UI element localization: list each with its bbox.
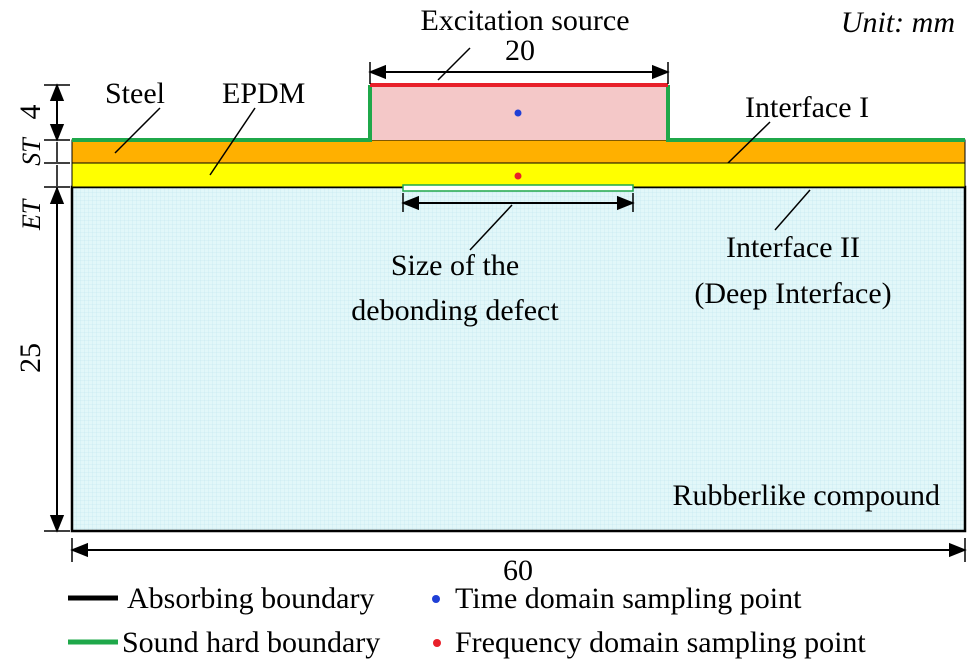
legend-sound-hard-label: Sound hard boundary — [122, 626, 380, 659]
legend-time-dot — [432, 595, 440, 603]
rubber-label: Rubberlike compound — [673, 479, 940, 512]
debonding-defect — [402, 184, 634, 192]
interface-2-label: Interface II — [726, 231, 860, 264]
rubber-layer — [70, 185, 967, 533]
steel-label: Steel — [105, 77, 165, 110]
unit-label: Unit: mm — [841, 6, 955, 39]
dim-label-25: 25 — [14, 343, 47, 373]
dim-label-60: 60 — [503, 554, 533, 587]
legend-freq-label: Frequency domain sampling point — [455, 626, 866, 659]
freq-sampling-point — [514, 172, 522, 180]
legend-absorbing-label: Absorbing boundary — [127, 582, 374, 615]
sound-hard-boundary — [72, 85, 372, 142]
leader-steel — [114, 107, 161, 154]
steel-layer — [71, 139, 966, 164]
defect-sublabel: debonding defect — [351, 294, 559, 327]
dim-label-et: ET — [17, 198, 46, 231]
legend-time-label: Time domain sampling point — [455, 582, 802, 615]
dim-label-4: 4 — [14, 105, 47, 120]
epdm-label: EPDM — [222, 77, 305, 110]
excitation-source-label: Excitation source — [420, 4, 629, 37]
interface-1-label: Interface I — [745, 91, 869, 124]
leader-excitation — [437, 47, 471, 81]
sound-hard-boundary-right — [666, 85, 965, 142]
leader-interface-2 — [774, 189, 811, 231]
dim-label-st: ST — [17, 137, 46, 166]
leader-defect — [469, 204, 513, 251]
leader-epdm — [209, 107, 256, 176]
time-sampling-point — [514, 109, 522, 117]
leader-interface-1 — [727, 121, 771, 164]
interface-2-sublabel: (Deep Interface) — [694, 277, 891, 310]
dim-label-20: 20 — [505, 34, 535, 67]
defect-label: Size of the — [391, 249, 519, 282]
legend-freq-dot — [433, 639, 441, 647]
